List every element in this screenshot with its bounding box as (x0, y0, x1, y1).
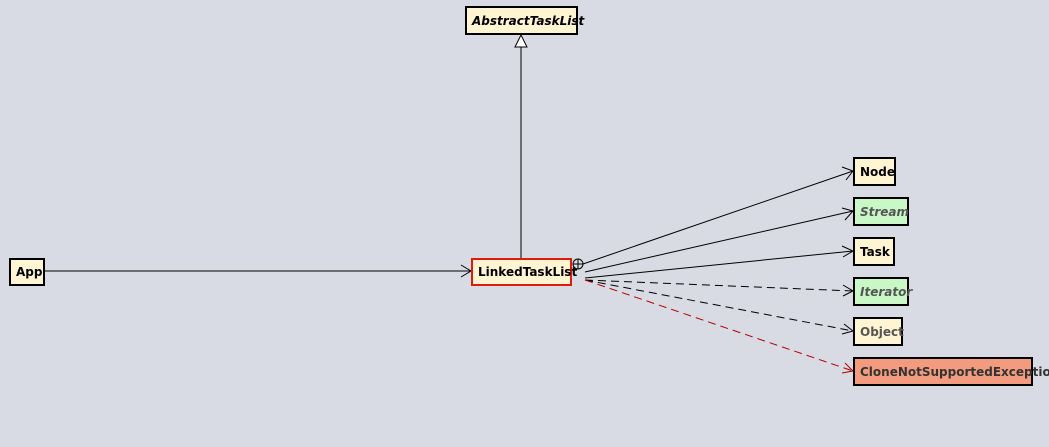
interface-iterator[interactable]: Iterator (853, 277, 912, 306)
dependency-iterator (584, 279, 854, 292)
inheritance-arrowhead (514, 33, 528, 48)
class-task[interactable]: Task (853, 237, 895, 266)
association-stream (584, 210, 854, 273)
class-app[interactable]: App (9, 258, 45, 286)
class-node[interactable]: Node (853, 157, 896, 186)
class-abstracttasklist[interactable]: AbstractTaskList (465, 6, 584, 35)
association-node-arrowhead (841, 166, 854, 181)
association-task (584, 250, 854, 279)
class-object[interactable]: Object (853, 317, 904, 346)
class-clonenotsupportedexception[interactable]: CloneNotSupportedException (853, 357, 1049, 386)
dependency-object (584, 279, 854, 332)
dependency-clone-exception (584, 279, 854, 372)
class-linkedtasklist[interactable]: LinkedTaskList (471, 258, 577, 286)
association-node (582, 170, 854, 265)
association-stream-arrowhead (841, 207, 854, 221)
interface-stream[interactable]: Stream (853, 197, 909, 226)
